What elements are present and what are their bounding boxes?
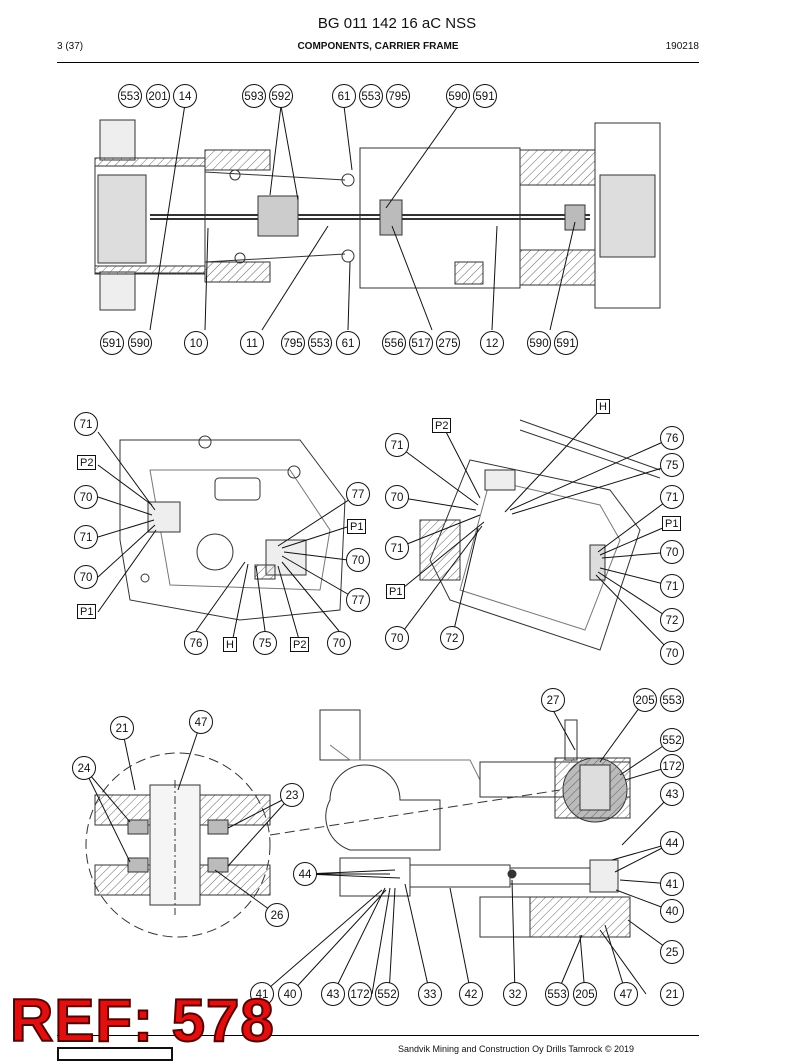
callout[interactable]: 71 bbox=[385, 433, 409, 457]
callout[interactable]: 44 bbox=[293, 862, 317, 886]
callout[interactable]: 43 bbox=[660, 782, 684, 806]
footer-rule bbox=[57, 1035, 699, 1036]
callout[interactable]: 591 bbox=[473, 84, 497, 108]
callout[interactable]: 553 bbox=[359, 84, 383, 108]
top-leader-lines bbox=[149, 103, 576, 331]
label-tag[interactable]: P1 bbox=[386, 584, 406, 599]
callout[interactable]: 33 bbox=[418, 982, 442, 1006]
callout[interactable]: 70 bbox=[660, 641, 684, 665]
callout[interactable]: 42 bbox=[459, 982, 483, 1006]
page-number: 3 (37) bbox=[57, 41, 84, 52]
callout[interactable]: 591 bbox=[554, 331, 578, 355]
footer-copyright: Sandvik Mining and Construction Oy Drill… bbox=[398, 1044, 635, 1054]
callout[interactable]: 590 bbox=[446, 84, 470, 108]
callout[interactable]: 71 bbox=[660, 485, 684, 509]
callout[interactable]: 61 bbox=[336, 331, 360, 355]
callout[interactable]: 205 bbox=[573, 982, 597, 1006]
callout[interactable]: 517 bbox=[409, 331, 433, 355]
label-tag[interactable]: P1 bbox=[347, 519, 367, 534]
callout[interactable]: 32 bbox=[503, 982, 527, 1006]
section-title: COMPONENTS, CARRIER FRAME bbox=[297, 41, 459, 52]
callout[interactable]: 71 bbox=[74, 412, 98, 436]
callout[interactable]: 21 bbox=[110, 716, 134, 740]
label-tag[interactable]: H bbox=[223, 637, 237, 652]
callout[interactable]: 72 bbox=[440, 626, 464, 650]
detail-section-view bbox=[85, 752, 561, 938]
callout[interactable]: 25 bbox=[660, 940, 684, 964]
callout[interactable]: 26 bbox=[265, 903, 289, 927]
middle-left-leaders bbox=[97, 431, 359, 644]
callout[interactable]: 14 bbox=[173, 84, 197, 108]
callout[interactable]: 795 bbox=[386, 84, 410, 108]
label-tag[interactable]: P1 bbox=[662, 516, 682, 531]
carrier-frame-top-view bbox=[94, 119, 661, 311]
callout[interactable]: 70 bbox=[74, 565, 98, 589]
callout[interactable]: 201 bbox=[146, 84, 170, 108]
callout[interactable]: 41 bbox=[250, 982, 274, 1006]
middle-left-view bbox=[119, 435, 346, 621]
callout[interactable]: 77 bbox=[346, 482, 370, 506]
callout[interactable]: 205 bbox=[633, 688, 657, 712]
callout[interactable]: 21 bbox=[660, 982, 684, 1006]
callout[interactable]: 76 bbox=[660, 426, 684, 450]
callout[interactable]: 70 bbox=[385, 626, 409, 650]
callout[interactable]: 591 bbox=[100, 331, 124, 355]
callout[interactable]: 593 bbox=[242, 84, 266, 108]
header-rule bbox=[57, 62, 699, 63]
callout[interactable]: 70 bbox=[660, 540, 684, 564]
callout[interactable]: 43 bbox=[321, 982, 345, 1006]
callout[interactable]: 70 bbox=[327, 631, 351, 655]
callout[interactable]: 275 bbox=[436, 331, 460, 355]
label-tag[interactable]: P2 bbox=[290, 637, 310, 652]
label-tag[interactable]: P2 bbox=[77, 455, 97, 470]
callout[interactable]: 10 bbox=[184, 331, 208, 355]
callout[interactable]: 70 bbox=[346, 548, 370, 572]
callout[interactable]: 40 bbox=[660, 899, 684, 923]
callout[interactable]: 11 bbox=[240, 331, 264, 355]
callout[interactable]: 70 bbox=[74, 485, 98, 509]
label-tag[interactable]: P2 bbox=[432, 418, 452, 433]
boom-leaders bbox=[261, 699, 673, 995]
callout[interactable]: 70 bbox=[385, 485, 409, 509]
callout[interactable]: 23 bbox=[280, 783, 304, 807]
callout[interactable]: 71 bbox=[385, 536, 409, 560]
callout[interactable]: 553 bbox=[660, 688, 684, 712]
callout[interactable]: 27 bbox=[541, 688, 565, 712]
callout[interactable]: 75 bbox=[660, 453, 684, 477]
ref-watermark: REF: 578 bbox=[9, 986, 275, 1055]
callout[interactable]: 76 bbox=[184, 631, 208, 655]
callout[interactable]: 590 bbox=[527, 331, 551, 355]
callout[interactable]: 47 bbox=[189, 710, 213, 734]
callout[interactable]: 592 bbox=[269, 84, 293, 108]
callout[interactable]: 552 bbox=[660, 728, 684, 752]
callout[interactable]: 172 bbox=[660, 754, 684, 778]
callout[interactable]: 556 bbox=[382, 331, 406, 355]
callout[interactable]: 75 bbox=[253, 631, 277, 655]
callout[interactable]: 795 bbox=[281, 331, 305, 355]
callout[interactable]: 553 bbox=[118, 84, 142, 108]
document-title: BG 011 142 16 aC NSS bbox=[317, 15, 477, 32]
callout[interactable]: 24 bbox=[72, 756, 96, 780]
callout[interactable]: 71 bbox=[74, 525, 98, 549]
callout[interactable]: 590 bbox=[128, 331, 152, 355]
middle-right-view bbox=[419, 419, 661, 651]
callout[interactable]: 552 bbox=[375, 982, 399, 1006]
callout[interactable]: 172 bbox=[348, 982, 372, 1006]
callout[interactable]: 553 bbox=[545, 982, 569, 1006]
callout[interactable]: 40 bbox=[278, 982, 302, 1006]
callout[interactable]: 72 bbox=[660, 608, 684, 632]
callout[interactable]: 553 bbox=[308, 331, 332, 355]
callout[interactable]: 12 bbox=[480, 331, 504, 355]
callout[interactable]: 71 bbox=[660, 574, 684, 598]
label-tag[interactable]: H bbox=[596, 399, 610, 414]
boom-assembly-view bbox=[319, 709, 631, 938]
callout[interactable]: 41 bbox=[660, 872, 684, 896]
label-tag[interactable]: P1 bbox=[77, 604, 97, 619]
callout[interactable]: 61 bbox=[332, 84, 356, 108]
callout[interactable]: 44 bbox=[660, 831, 684, 855]
doc-code: 190218 bbox=[665, 41, 699, 52]
callout[interactable]: 47 bbox=[614, 982, 638, 1006]
callout[interactable]: 77 bbox=[346, 588, 370, 612]
